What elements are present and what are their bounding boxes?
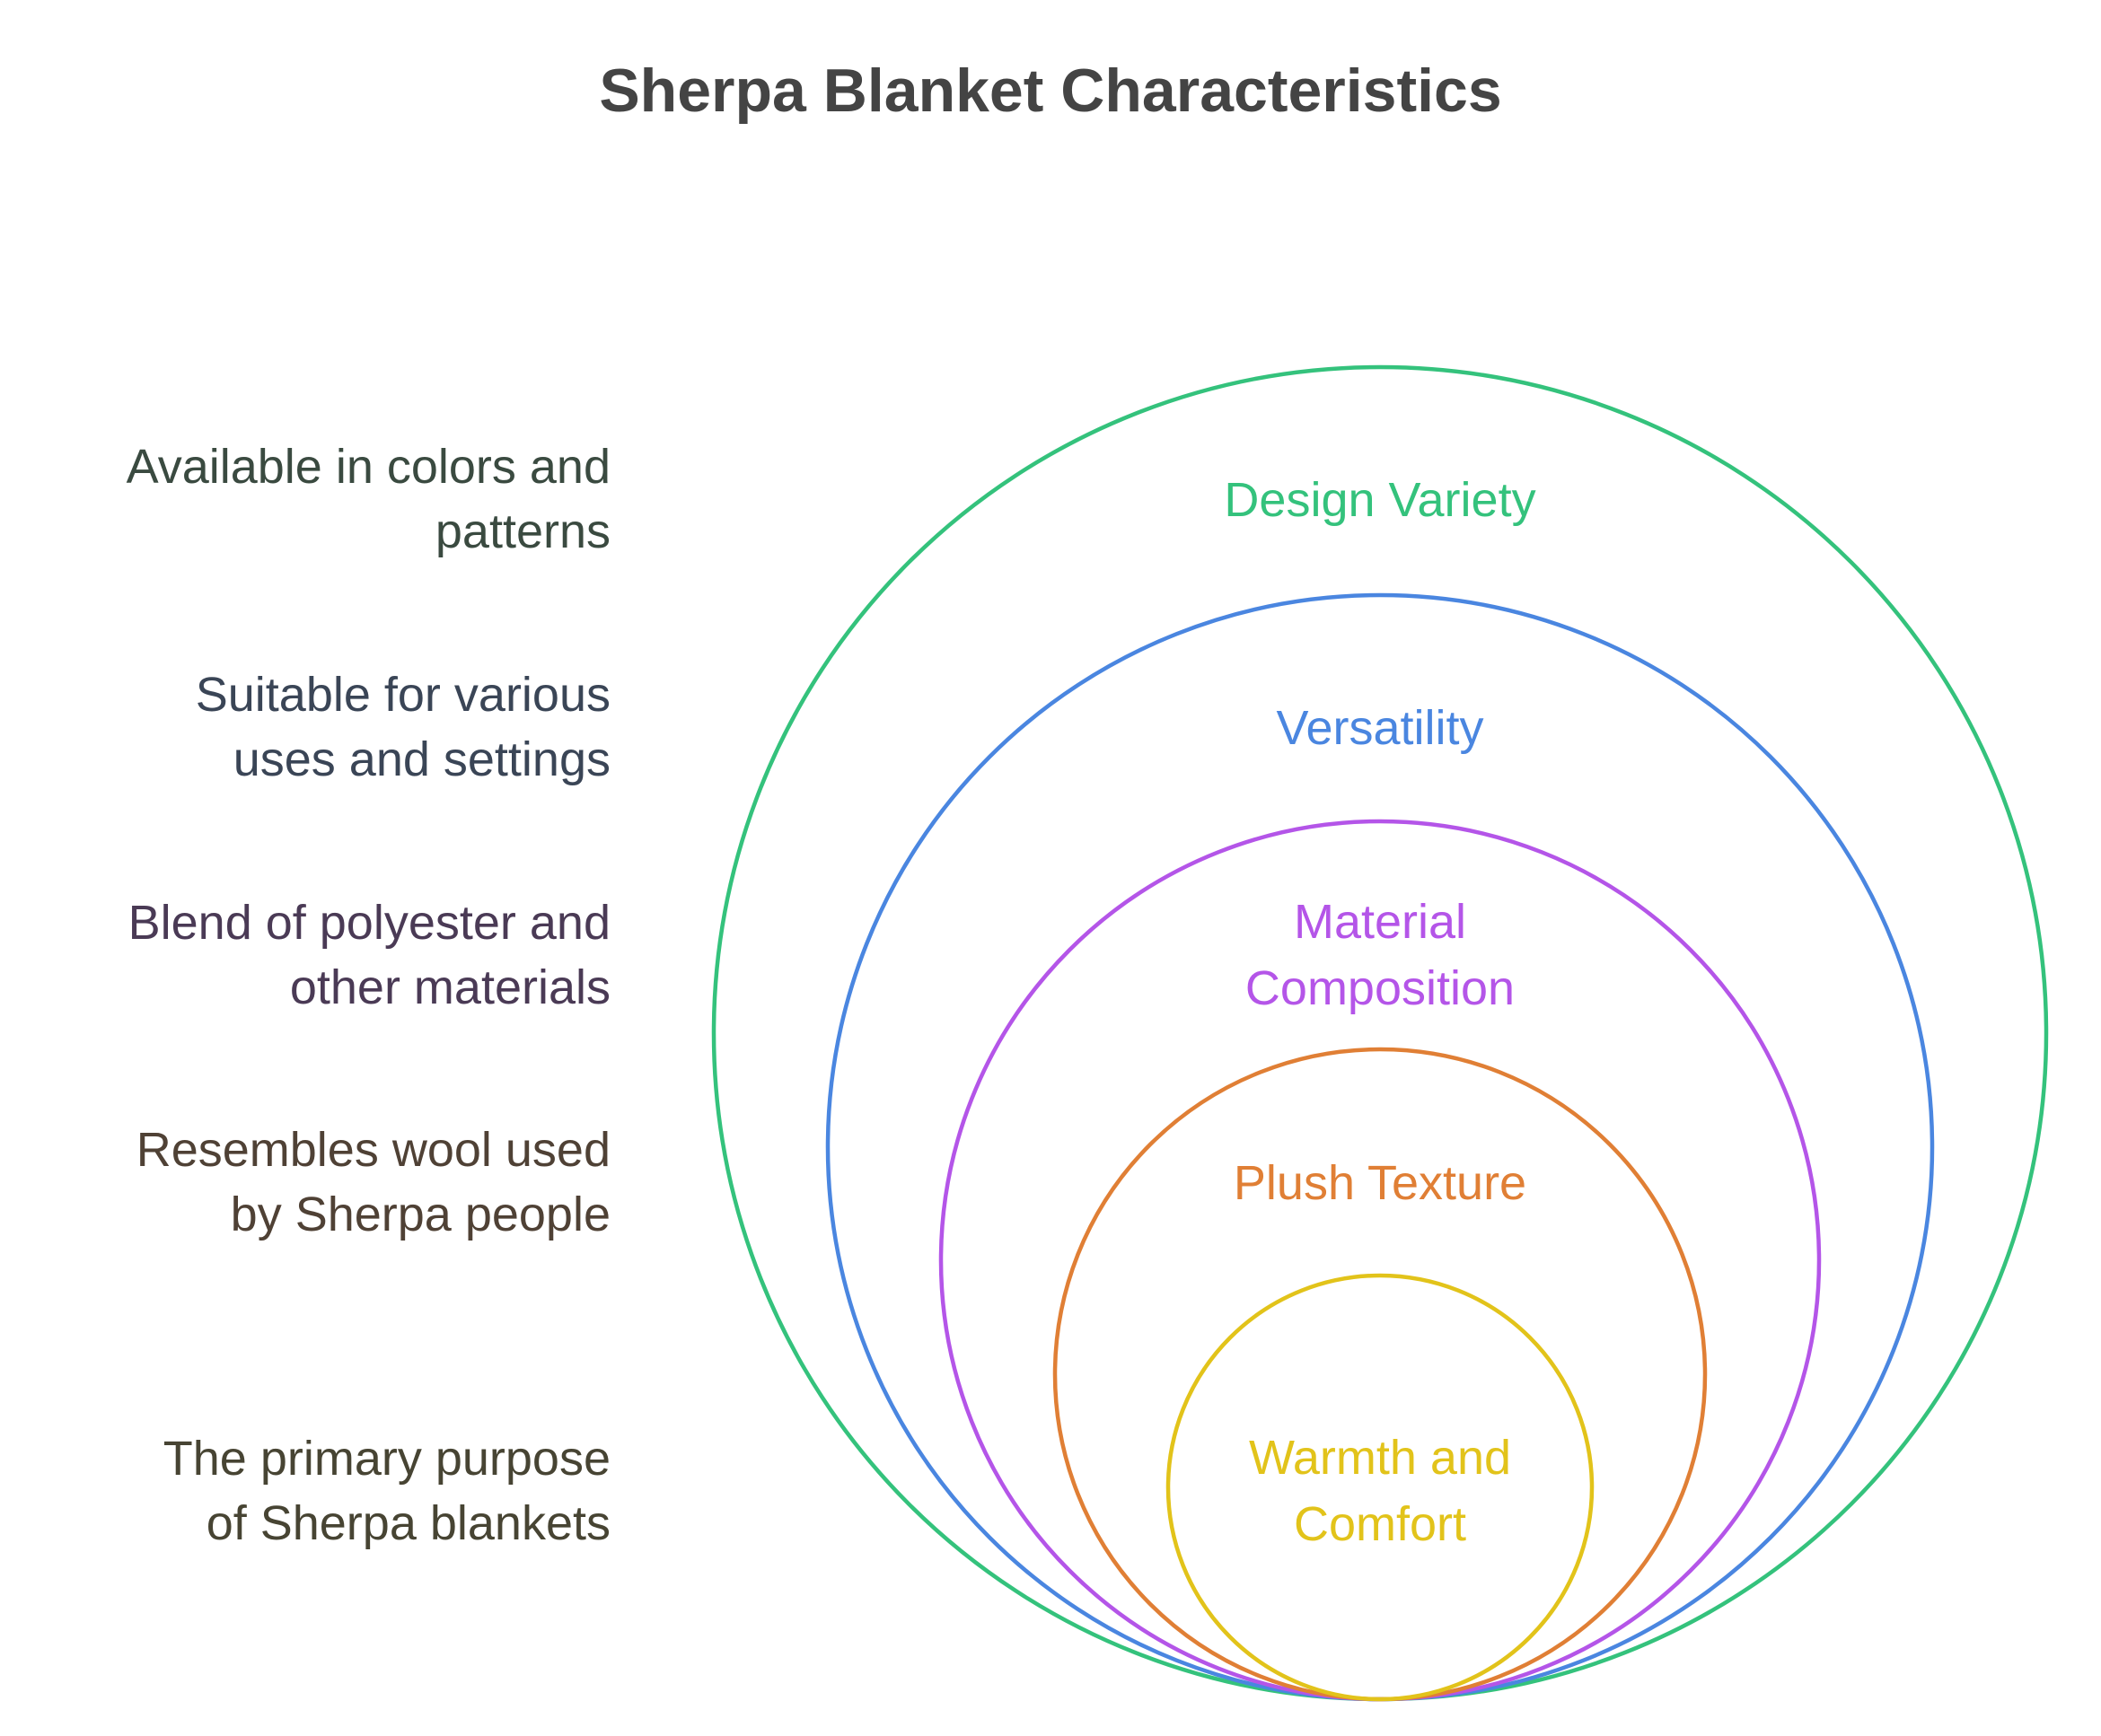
circle-label: Warmth and xyxy=(1249,1431,1511,1485)
description-line: of Sherpa blankets xyxy=(206,1496,611,1550)
circle-warmth-and-comfort xyxy=(1165,1273,1595,1702)
description-line: Blend of polyester and xyxy=(127,896,611,950)
description-line: Suitable for various xyxy=(195,668,611,722)
description-line: by Sherpa people xyxy=(230,1188,611,1241)
description-plush-texture: Resembles wool used by Sherpa people xyxy=(36,1118,611,1247)
description-line: The primary purpose xyxy=(163,1432,611,1486)
description-versatility: Suitable for various uses and settings xyxy=(36,662,611,792)
circle-label: Comfort xyxy=(1294,1497,1466,1551)
description-warmth-and-comfort: The primary purpose of Sherpa blankets xyxy=(36,1426,611,1556)
description-line: patterns xyxy=(435,504,611,558)
description-line: Available in colors and xyxy=(126,440,611,494)
circle-label: Composition xyxy=(1245,961,1515,1015)
description-material-composition: Blend of polyester and other materials xyxy=(36,890,611,1020)
circle-label: Versatility xyxy=(1276,701,1483,755)
circle-material-composition xyxy=(938,819,1822,1702)
diagram-title: Sherpa Blanket Characteristics xyxy=(599,57,1502,125)
description-line: uses and settings xyxy=(233,732,611,786)
description-line: Resembles wool used xyxy=(136,1123,611,1177)
description-design-variety: Available in colors and patterns xyxy=(36,434,611,564)
description-line: other materials xyxy=(289,960,611,1014)
circle-label: Design Variety xyxy=(1224,473,1535,527)
circle-label: Material xyxy=(1294,895,1466,949)
circle-label: Plush Texture xyxy=(1234,1156,1526,1210)
circle-plush-texture xyxy=(1052,1047,1708,1702)
